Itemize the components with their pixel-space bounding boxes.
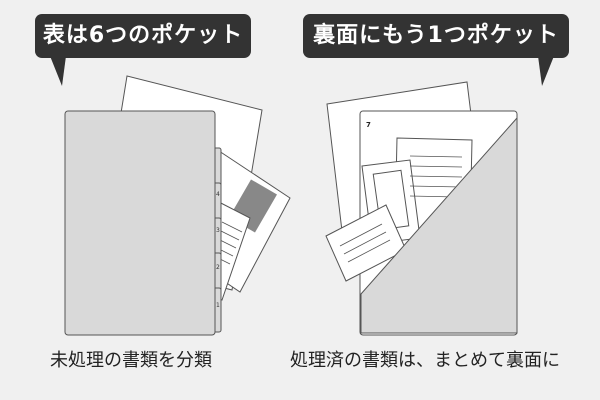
page-number: 7 bbox=[366, 121, 371, 129]
right-bubble-tail bbox=[538, 56, 554, 86]
tab-number-1: 1 bbox=[216, 302, 220, 309]
right-bubble-label: 裏面にもう1つポケット bbox=[313, 23, 559, 48]
tab-number-4: 4 bbox=[216, 191, 220, 198]
left-bubble-label: 表は6つのポケット bbox=[42, 23, 244, 48]
left-caption: 未処理の書類を分類 bbox=[50, 350, 212, 371]
back-pocket bbox=[360, 116, 518, 334]
right-caption: 処理済の書類は、まとめて裏面に bbox=[290, 350, 560, 371]
right-speech-bubble: 裏面にもう1つポケット bbox=[303, 14, 569, 58]
left-speech-bubble: 表は6つのポケット bbox=[35, 14, 251, 58]
tab-number-3: 3 bbox=[216, 227, 220, 234]
left-bubble-tail bbox=[50, 56, 66, 86]
left-folder bbox=[64, 110, 216, 336]
tab-number-2: 2 bbox=[216, 264, 220, 271]
